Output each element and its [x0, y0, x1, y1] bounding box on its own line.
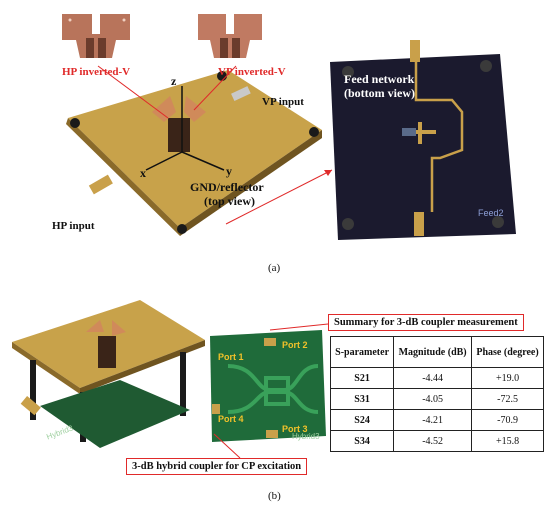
hp-inverted-v-photo [62, 14, 130, 58]
table-cell: +15.8 [471, 430, 544, 452]
table-cell: -72.5 [471, 388, 544, 410]
vp-inverted-v-photo [198, 14, 262, 58]
table-cell: S34 [329, 430, 395, 452]
axis-z-label: z [171, 74, 177, 88]
table-cell: +19.0 [471, 367, 544, 389]
table-cell: S21 [329, 367, 395, 389]
caption-a: (a) [268, 262, 281, 274]
gnd-reflector-label-2: (top view) [204, 194, 255, 208]
table-cell: -4.52 [393, 430, 473, 452]
hybrid-silk-text: Hybrid3 [292, 432, 320, 441]
port-4-label: Port 4 [218, 414, 244, 424]
feed2-silk-text: Feed2 [478, 208, 504, 218]
coupler-summary-table: S-parameter Magnitude (dB) Phase (degree… [329, 336, 544, 452]
table-cell: -4.05 [393, 388, 473, 410]
hp-input-label: HP input [52, 220, 95, 232]
caption-b: (b) [268, 490, 281, 502]
summary-title-box: Summary for 3-dB coupler measurement [328, 314, 524, 331]
gnd-reflector-label-1: GND/reflector [190, 180, 264, 194]
table-header-cell: Phase (degree) [471, 336, 544, 368]
table-row: S24 -4.21 -70.9 [329, 409, 544, 431]
vp-input-label: VP input [262, 96, 304, 108]
gnd-reflector-plate [66, 70, 322, 236]
table-header-cell: S-parameter [329, 336, 395, 368]
port-1-label: Port 1 [218, 352, 244, 362]
assembled-antenna-photo [12, 300, 205, 448]
vp-inverted-v-label: VP inverted-V [218, 66, 286, 78]
hp-inverted-v-label: HP inverted-V [62, 66, 131, 78]
table-cell: -70.9 [471, 409, 544, 431]
feed-network-label-1: Feed network [344, 72, 415, 86]
table-row: S34 -4.52 +15.8 [329, 430, 544, 452]
port-3-label: Port 3 [282, 424, 308, 434]
feed-network-board [330, 40, 516, 240]
feed-network-label-2: (bottom view) [344, 86, 415, 100]
port-2-label: Port 2 [282, 340, 308, 350]
table-row: S21 -4.44 +19.0 [329, 367, 544, 389]
table-header-row: S-parameter Magnitude (dB) Phase (degree… [329, 336, 544, 368]
table-header-cell: Magnitude (dB) [393, 336, 473, 368]
table-cell: S24 [329, 409, 395, 431]
table-cell: S31 [329, 388, 395, 410]
axis-x-label: x [140, 166, 146, 180]
table-cell: -4.21 [393, 409, 473, 431]
coupler-label-box: 3-dB hybrid coupler for CP excitation [126, 458, 308, 475]
hybrid-coupler-board [210, 330, 326, 442]
axis-y-label: y [226, 164, 232, 178]
table-row: S31 -4.05 -72.5 [329, 388, 544, 410]
table-cell: -4.44 [393, 367, 473, 389]
